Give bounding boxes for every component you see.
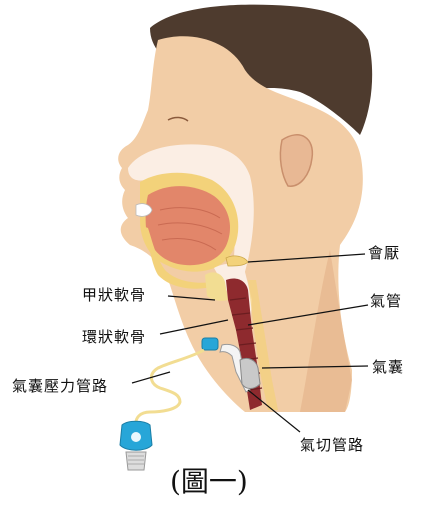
cuff-connector-shape — [202, 338, 218, 350]
label-thyroid-cartilage: 甲狀軟骨 — [82, 284, 146, 305]
pilot-balloon-center — [131, 432, 141, 442]
pilot-valve — [126, 452, 146, 470]
label-cuff: 氣囊 — [372, 356, 404, 377]
label-cricoid-cartilage: 環狀軟骨 — [82, 326, 146, 347]
label-epiglottis: 會厭 — [368, 242, 400, 263]
label-tracheostomy-tube: 氣切管路 — [300, 434, 364, 455]
pilot-line — [136, 350, 204, 425]
label-cuff-pressure-line: 氣囊壓力管路 — [12, 375, 108, 396]
label-trachea: 氣管 — [370, 290, 402, 311]
figure-caption: (圖一) — [170, 460, 248, 500]
